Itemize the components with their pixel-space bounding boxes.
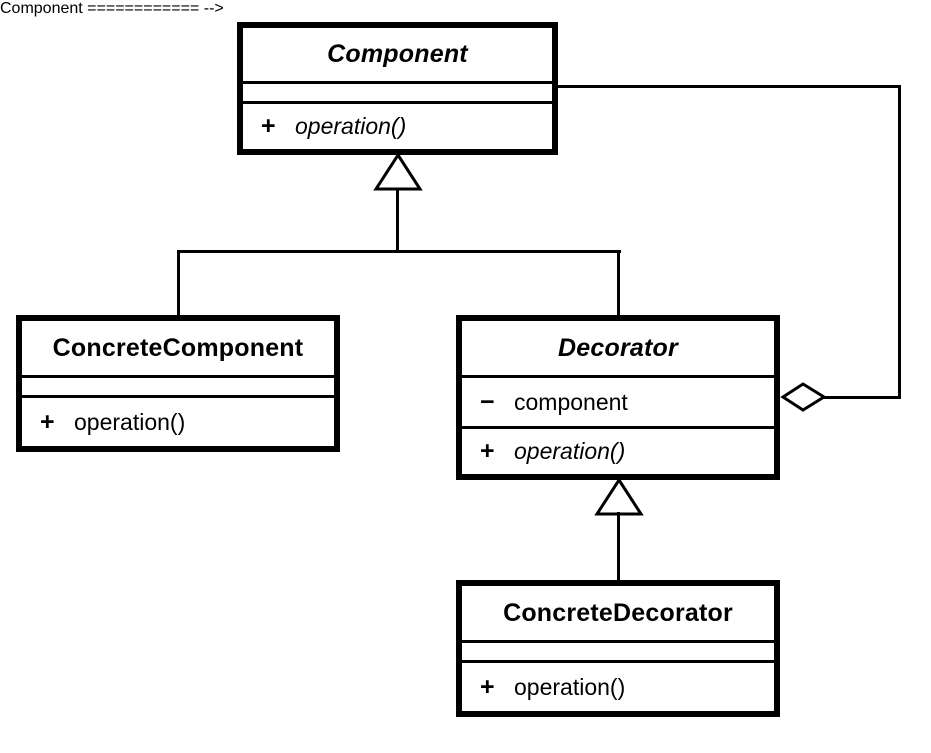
- class-box-concrete-decorator[interactable]: ConcreteDecorator + operation(): [456, 580, 780, 717]
- operation-row-decorator-operation: + operation(): [462, 426, 774, 474]
- class-name-decorator: Decorator: [462, 321, 774, 375]
- attributes-compartment-concrete-decorator: [462, 640, 774, 660]
- visibility-marker: +: [480, 672, 495, 701]
- generalization-arrowhead-to-component: [373, 152, 423, 191]
- visibility-marker: +: [40, 407, 55, 436]
- generalization-branch-left-to-concrete-component: [177, 250, 180, 316]
- aggregation-segment-horizontal-lower: [822, 396, 901, 399]
- operation-name: operation(): [74, 408, 186, 435]
- class-box-component[interactable]: Component + operation(): [237, 22, 558, 155]
- generalization-stem-to-component: [396, 188, 399, 252]
- operation-row-concrete-component-operation: + operation(): [22, 395, 334, 446]
- class-name-component: Component: [243, 28, 552, 81]
- class-box-decorator[interactable]: Decorator −component + operation(): [456, 315, 780, 480]
- operation-row-concrete-decorator-operation: + operation(): [462, 660, 774, 711]
- attributes-compartment-component: [243, 81, 552, 101]
- class-box-concrete-component[interactable]: ConcreteComponent + operation(): [16, 315, 340, 452]
- aggregation-segment-horizontal-upper: [555, 85, 901, 88]
- generalization-branch-right-to-decorator: [617, 250, 620, 316]
- attribute-row-decorator-component: −component: [462, 375, 774, 426]
- visibility-marker: +: [261, 112, 276, 140]
- operation-row-component-operation: + operation(): [243, 101, 552, 149]
- operation-name: operation(): [295, 113, 407, 139]
- class-name-concrete-decorator: ConcreteDecorator: [462, 586, 774, 640]
- attributes-compartment-concrete-component: [22, 375, 334, 395]
- aggregation-segment-vertical: [898, 85, 901, 396]
- attribute-name: component: [514, 388, 628, 415]
- generalization-branch-bar: [177, 250, 621, 253]
- operation-name: operation(): [514, 673, 626, 700]
- operation-name: operation(): [514, 438, 626, 464]
- class-name-concrete-component: ConcreteComponent: [22, 321, 334, 375]
- generalization-stem-concrete-decorator: [617, 512, 620, 582]
- visibility-marker: −: [480, 387, 495, 416]
- visibility-marker: +: [480, 437, 495, 465]
